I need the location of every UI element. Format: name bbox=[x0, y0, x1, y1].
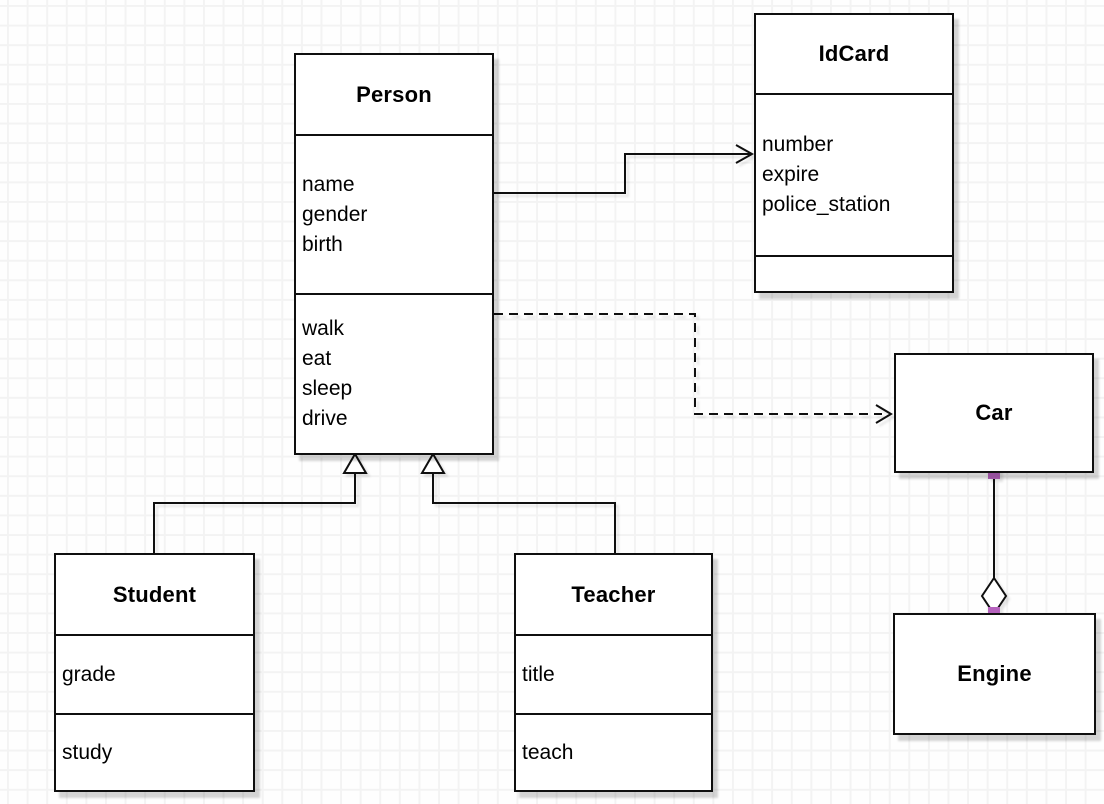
methods-compartment[interactable]: study bbox=[56, 715, 253, 790]
method: eat bbox=[302, 347, 332, 370]
edge-teacher-person-generalization[interactable] bbox=[420, 452, 616, 553]
attribute: expire bbox=[762, 163, 820, 186]
open-arrowhead-icon bbox=[875, 404, 893, 424]
attribute: birth bbox=[302, 232, 343, 256]
attribute: grade bbox=[62, 662, 116, 686]
class-box-engine[interactable]: Engine bbox=[893, 613, 1096, 735]
method: teach bbox=[522, 740, 574, 764]
class-box-idcard[interactable]: IdCard number expire police_station bbox=[754, 13, 954, 293]
attributes-compartment[interactable]: grade bbox=[56, 636, 253, 715]
method: drive bbox=[302, 407, 348, 430]
class-box-student[interactable]: Student grade study bbox=[54, 553, 255, 792]
generalization-line[interactable] bbox=[153, 473, 356, 553]
hollow-triangle-icon bbox=[342, 452, 368, 474]
attribute: police_station bbox=[762, 193, 891, 216]
methods-compartment[interactable]: teach bbox=[516, 715, 711, 790]
class-name: IdCard bbox=[756, 15, 952, 95]
class-name: Teacher bbox=[516, 555, 711, 636]
methods-compartment[interactable]: walk eat sleep drive bbox=[296, 295, 492, 453]
edge-student-person-generalization[interactable] bbox=[153, 452, 368, 553]
class-name: Student bbox=[56, 555, 253, 636]
attribute: name bbox=[302, 172, 355, 196]
association-line[interactable] bbox=[494, 153, 750, 194]
generalization-line[interactable] bbox=[432, 473, 616, 553]
attributes-compartment[interactable]: number expire police_station bbox=[756, 95, 952, 257]
method: sleep bbox=[302, 377, 353, 400]
open-arrowhead-icon bbox=[735, 144, 755, 164]
hollow-triangle-icon bbox=[420, 452, 446, 474]
attributes-compartment[interactable]: name gender birth bbox=[296, 136, 492, 295]
class-name: Car bbox=[975, 400, 1013, 425]
edge-person-car-dependency[interactable] bbox=[494, 313, 893, 424]
class-box-person[interactable]: Person name gender birth walk eat sleep … bbox=[294, 53, 494, 455]
class-name: Engine bbox=[957, 661, 1032, 686]
attribute: number bbox=[762, 133, 834, 156]
method: walk bbox=[302, 317, 345, 340]
attributes-compartment[interactable]: title bbox=[516, 636, 711, 715]
class-name: Person bbox=[296, 55, 492, 136]
class-box-car[interactable]: Car bbox=[894, 353, 1094, 473]
edge-person-idcard-association[interactable] bbox=[494, 144, 755, 194]
attribute: title bbox=[522, 662, 555, 686]
methods-compartment-empty[interactable] bbox=[756, 257, 952, 291]
edge-car-engine-aggregation[interactable] bbox=[980, 467, 1008, 619]
dependency-line[interactable] bbox=[494, 313, 882, 415]
method: study bbox=[62, 740, 113, 764]
class-box-teacher[interactable]: Teacher title teach bbox=[514, 553, 713, 792]
attribute: gender bbox=[302, 202, 368, 226]
